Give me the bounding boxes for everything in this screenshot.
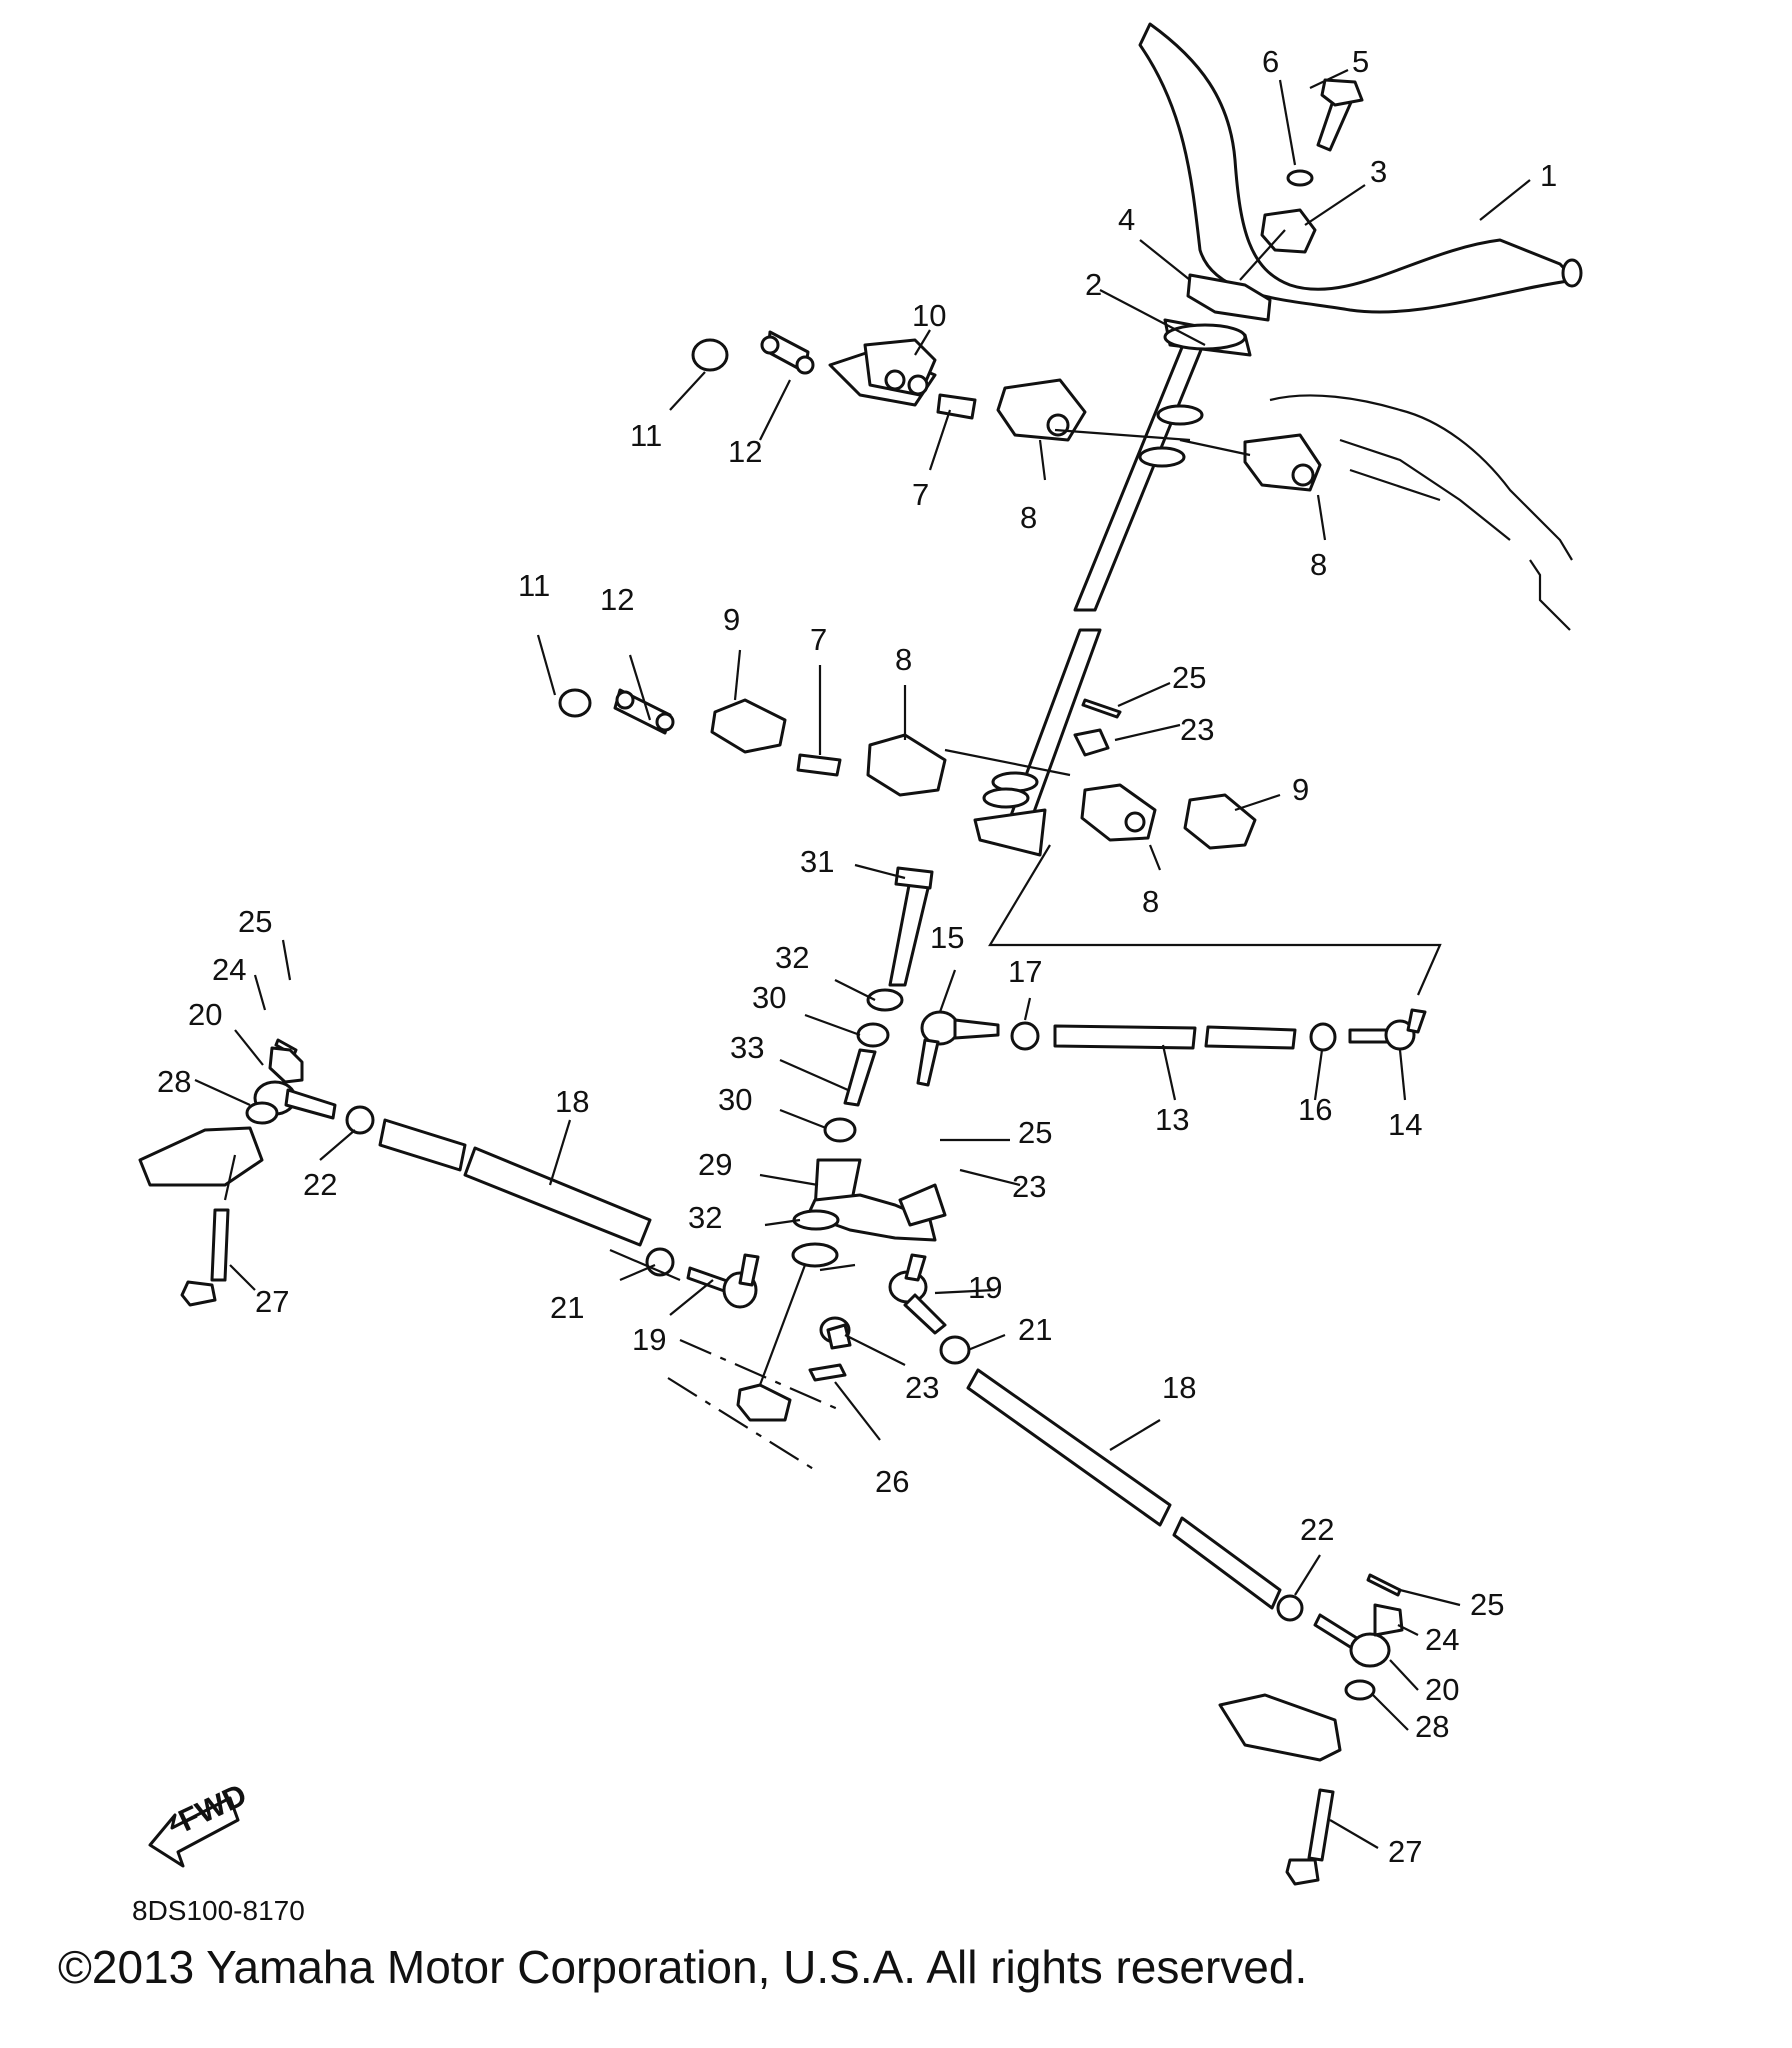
callout-label: 28: [1415, 1709, 1449, 1744]
callout-label: 8: [1142, 884, 1159, 919]
copyright-notice: ©2013 Yamaha Motor Corporation, U.S.A. A…: [58, 1941, 1308, 1993]
callout-label: 33: [730, 1030, 764, 1065]
pivot-mount-lower: [736, 1323, 852, 1422]
callout-label: 15: [930, 920, 964, 955]
callout-label: 26: [875, 1464, 909, 1499]
callout-label: 7: [912, 477, 929, 512]
callout-label: 19: [632, 1322, 666, 1357]
callout-label: 10: [912, 298, 946, 333]
cotter-pin-and-nut-upper: [1073, 698, 1122, 757]
tie-rod-upper: [916, 1008, 1427, 1087]
callout-label: 6: [1262, 44, 1279, 79]
callout-label: 25: [1470, 1587, 1504, 1622]
pivot-parts: [791, 866, 947, 1268]
callout-label: 8: [895, 642, 912, 677]
callout-label: 14: [1388, 1107, 1422, 1142]
callout-label: 16: [1298, 1092, 1332, 1127]
drawing-code: 8DS100-8170: [132, 1895, 305, 1926]
callout-label: 24: [1425, 1622, 1459, 1657]
callout-label: 21: [550, 1290, 584, 1325]
callout-label: 7: [810, 622, 827, 657]
callout-label: 17: [1008, 954, 1042, 989]
callout-label: 12: [600, 582, 634, 617]
callout-label: 30: [752, 980, 786, 1015]
frame-section: [1269, 394, 1573, 631]
middle-link-parts: [558, 688, 1257, 850]
callout-label: 5: [1352, 44, 1369, 79]
callout-label: 25: [1018, 1115, 1052, 1150]
steering-column: [973, 338, 1207, 857]
callout-label: 18: [555, 1084, 589, 1119]
callout-labels: 1 2 3 4 5 6 10 11 12 7 8 8 11 12 9 7 8 2…: [157, 44, 1557, 1869]
callout-label: 28: [157, 1064, 191, 1099]
upper-link-parts: [691, 330, 1322, 492]
callout-label: 22: [303, 1167, 337, 1202]
callout-label: 27: [255, 1284, 289, 1319]
callout-label: 20: [188, 997, 222, 1032]
handlebar-holder-parts: [1163, 78, 1364, 357]
callout-label: 8: [1310, 547, 1327, 582]
alignment-lines: [667, 1338, 841, 1471]
callout-label: 12: [728, 434, 762, 469]
callout-label: 23: [1180, 712, 1214, 747]
callout-label: 11: [630, 418, 662, 453]
callout-label: 4: [1118, 202, 1135, 237]
callout-label: 25: [1172, 660, 1206, 695]
callout-label: 32: [775, 940, 809, 975]
callout-label: 1: [1540, 158, 1557, 193]
callout-label: 32: [688, 1200, 722, 1235]
callout-label: 9: [1292, 772, 1309, 807]
callout-label: 22: [1300, 1512, 1334, 1547]
callout-label: 8: [1020, 500, 1037, 535]
tie-rod-left: [138, 1038, 760, 1309]
callout-label: 24: [212, 952, 246, 987]
callout-label: 25: [238, 904, 272, 939]
callout-label: 19: [968, 1270, 1002, 1305]
callout-label: 23: [1012, 1169, 1046, 1204]
callout-label: 29: [698, 1147, 732, 1182]
callout-label: 18: [1162, 1370, 1196, 1405]
callout-label: 23: [905, 1370, 939, 1405]
callout-label: 20: [1425, 1672, 1459, 1707]
callout-label: 13: [1155, 1102, 1189, 1137]
callout-label: 9: [723, 602, 740, 637]
callout-label: 31: [800, 844, 834, 879]
callout-label: 30: [718, 1082, 752, 1117]
callout-label: 21: [1018, 1312, 1052, 1347]
fwd-arrow-icon: FWD: [148, 1777, 252, 1868]
tie-rod-right: [819, 1253, 1404, 1886]
callout-label: 27: [1388, 1834, 1422, 1869]
callout-label: 3: [1370, 154, 1387, 189]
callout-label: 2: [1085, 267, 1102, 302]
leader-lines: [194, 69, 1531, 1849]
callout-label: 11: [518, 568, 550, 603]
handlebar: [1138, 22, 1583, 314]
